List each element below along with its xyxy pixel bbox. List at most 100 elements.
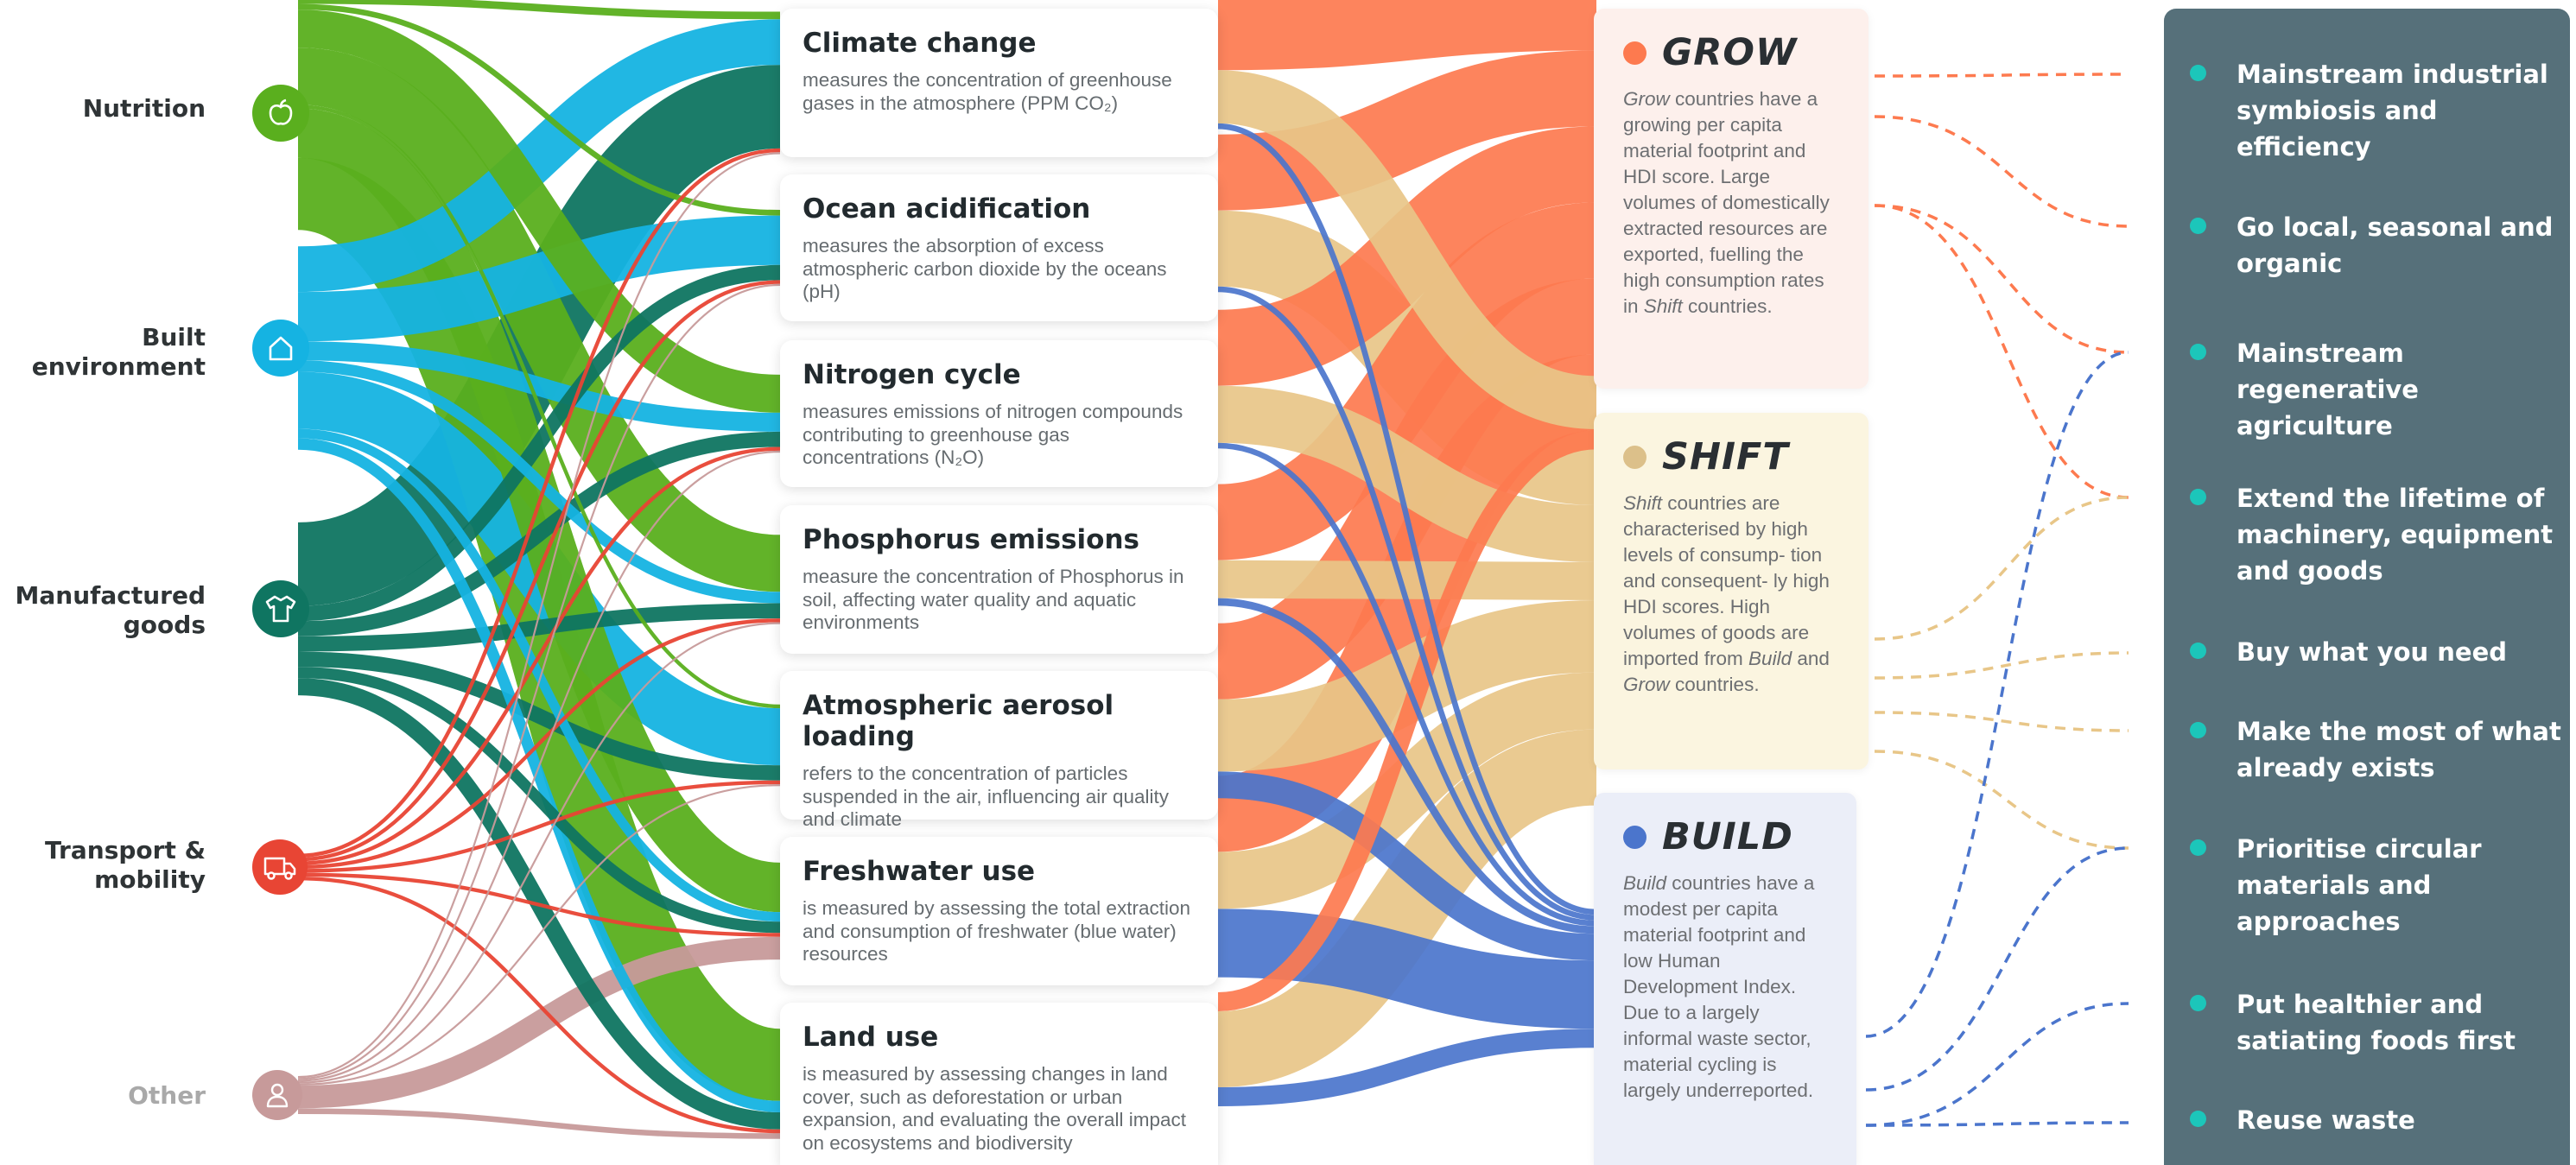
boundary-card-freshwater-use: Freshwater use is measured by assessing … — [780, 837, 1218, 985]
sector-label-built-environment: Built environment — [0, 323, 206, 382]
flow-sector-to-boundary — [297, 603, 781, 652]
action-text: Put healthier and satiating foods first — [2237, 990, 2516, 1055]
flow-sector-to-boundary — [297, 622, 781, 1084]
boundary-title: Freshwater use — [803, 856, 1036, 887]
flow-sector-to-boundary — [297, 431, 781, 636]
flow-boundary-to-country — [1216, 202, 1598, 560]
flow-boundary-to-country — [1217, 598, 1597, 934]
flow-sector-to-boundary — [297, 104, 781, 709]
action-text: Extend the lifetime of machinery, equipm… — [2237, 484, 2554, 586]
boundary-card-phosphorus-emissions: Phosphorus emissions measure the concent… — [780, 505, 1218, 654]
country-description: Shift countries are characterised by hig… — [1623, 491, 1839, 698]
tshirt-icon — [252, 580, 309, 637]
action-item: Buy what you need — [2190, 634, 2561, 670]
country-ref: Shift — [1643, 295, 1683, 317]
flow-sector-to-boundary — [297, 215, 781, 342]
flow-boundary-to-country — [1217, 1029, 1597, 1106]
country-description: Grow countries have a growing per capita… — [1623, 86, 1839, 320]
flow-sector-to-boundary — [297, 438, 781, 1112]
country-ref: Grow — [1623, 674, 1670, 695]
boundary-description: refers to the concentration of particles… — [803, 763, 1170, 830]
bullet-dot-icon — [2190, 722, 2206, 738]
flow-boundary-to-country — [1217, 430, 1597, 1011]
country-card-shift: SHIFT Shift countries are characterised … — [1594, 413, 1869, 769]
bullet-dot-icon — [2190, 1111, 2206, 1127]
arrowhead-icon — [2127, 643, 2141, 662]
flow-sector-to-boundary — [297, 428, 781, 922]
shift-dot-icon — [1623, 445, 1646, 469]
arrowhead-icon — [2127, 343, 2141, 362]
flow-sector-to-boundary — [297, 784, 781, 1086]
country-text: countries have a growing per capita mate… — [1623, 88, 1830, 317]
boundary-title: Climate change — [803, 28, 1037, 59]
flow-sector-to-boundary — [297, 0, 781, 20]
boundary-card-atmospheric-aerosol-loading: Atmospheric aerosol loading refers to th… — [780, 671, 1218, 830]
build-dot-icon — [1623, 825, 1646, 849]
country-name: BUILD — [1662, 815, 1793, 858]
boundary-description: measures emissions of nitrogen compounds… — [803, 401, 1183, 468]
dashed-arrow — [1865, 1121, 2129, 1127]
flow-sector-to-boundary — [297, 148, 781, 858]
bullet-dot-icon — [2190, 218, 2206, 234]
country-text: countries are characterised by high leve… — [1623, 492, 1830, 669]
house-icon — [252, 320, 309, 377]
flow-sector-to-boundary — [297, 3, 781, 216]
flow-boundary-to-country — [1217, 0, 1597, 71]
arrowhead-icon — [2127, 488, 2141, 507]
flow-sector-to-boundary — [297, 9, 781, 413]
flow-sector-to-boundary — [297, 283, 781, 1080]
boundary-title: Land use — [803, 1022, 939, 1053]
action-text: Prioritise circular materials and approa… — [2237, 834, 2482, 936]
dashed-arrow — [1874, 651, 2129, 680]
arrowhead-icon — [2127, 721, 2141, 740]
flow-boundary-to-country — [1217, 442, 1597, 927]
flow-sector-to-boundary — [297, 651, 781, 781]
flow-sector-to-boundary — [297, 264, 781, 622]
boundary-description: is measured by assessing the total extra… — [803, 897, 1190, 965]
country-text: countries have a modest per capita mater… — [1623, 872, 1815, 1101]
flow-boundary-to-country — [1217, 672, 1597, 909]
bullet-dot-icon — [2190, 489, 2206, 505]
actions-panel: Mainstream industrial symbiosis and effi… — [2164, 9, 2570, 1165]
sector-label-transport-mobility: Transport & mobility — [45, 836, 206, 894]
bullet-dot-icon — [2190, 995, 2206, 1011]
country-card-grow: GROW Grow countries have a growing per c… — [1594, 9, 1869, 389]
dashed-arrow — [1874, 496, 2129, 641]
flow-sector-to-boundary — [297, 341, 781, 432]
action-item: Put healthier and satiating foods first — [2190, 986, 2561, 1059]
boundary-card-ocean-acidification: Ocean acidification measures the absorpt… — [780, 174, 1218, 321]
action-text: Make the most of what already exists — [2237, 717, 2561, 782]
apple-icon — [252, 85, 309, 142]
boundary-title: Ocean acidification — [803, 193, 1091, 225]
action-item: Mainstream industrial symbiosis and effi… — [2190, 56, 2561, 165]
action-item: Go local, seasonal and organic — [2190, 209, 2561, 282]
country-card-build: BUILD Build countries have a modest per … — [1594, 793, 1856, 1165]
sector-label-nutrition: Nutrition — [82, 94, 206, 123]
dashed-arrow — [1874, 750, 2129, 850]
dashed-arrow — [1874, 711, 2129, 732]
flow-boundary-to-country — [1217, 123, 1597, 915]
flow-sector-to-boundary — [297, 450, 781, 1082]
sector-label-other: Other — [128, 1081, 206, 1110]
dashed-arrow — [1865, 1002, 2129, 1127]
country-description: Build countries have a modest per capita… — [1623, 871, 1827, 1104]
country-text: countries. — [1669, 674, 1760, 695]
person-icon — [252, 1070, 302, 1120]
action-item: Prioritise circular materials and approa… — [2190, 831, 2561, 940]
country-heading: BUILD — [1623, 815, 1827, 858]
sector-label-manufactured-goods: Manufactured goods — [15, 581, 206, 639]
dashed-arrow — [1874, 115, 2129, 228]
boundary-description: measures the absorption of excess atmosp… — [803, 235, 1167, 302]
boundary-title: Phosphorus emissions — [803, 524, 1139, 555]
flow-boundary-to-country — [1216, 70, 1598, 429]
action-text: Mainstream industrial symbiosis and effi… — [2237, 60, 2548, 161]
country-name: SHIFT — [1662, 435, 1789, 478]
boundary-card-land-use: Land use is measured by assessing change… — [780, 1003, 1218, 1165]
arrowhead-icon — [2127, 488, 2141, 507]
flow-boundary-to-country — [1217, 286, 1597, 921]
flow-boundary-to-country — [1216, 729, 1598, 1087]
arrowhead-icon — [2127, 839, 2141, 858]
country-ref: Build — [1748, 648, 1792, 669]
